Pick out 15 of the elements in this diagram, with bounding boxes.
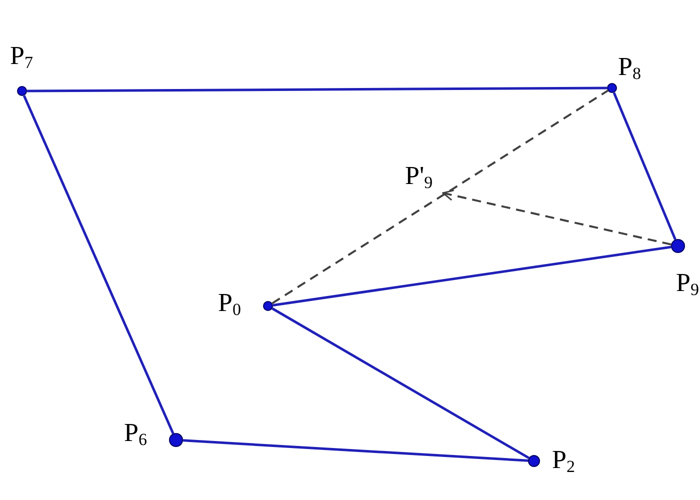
line-segment bbox=[182, 439, 528, 462]
point-label: P$_{6}$ bbox=[124, 420, 147, 448]
dashed-line bbox=[272, 90, 608, 304]
line-segment bbox=[272, 246, 672, 307]
point-label: P$_{9}$ bbox=[676, 270, 699, 298]
point-label: P'$_{9}$ bbox=[405, 163, 433, 191]
line-segment bbox=[22, 95, 174, 434]
dashed-arrow bbox=[442, 190, 672, 246]
line-segment bbox=[612, 92, 676, 240]
line-segment bbox=[272, 307, 530, 460]
line-segment bbox=[27, 86, 607, 92]
point-label: P$_{8}$ bbox=[618, 54, 641, 82]
point-label: P$_{7}$ bbox=[10, 43, 33, 71]
point-label: P$_{2}$ bbox=[552, 447, 575, 475]
point-label: P$_{0}$ bbox=[218, 290, 241, 318]
